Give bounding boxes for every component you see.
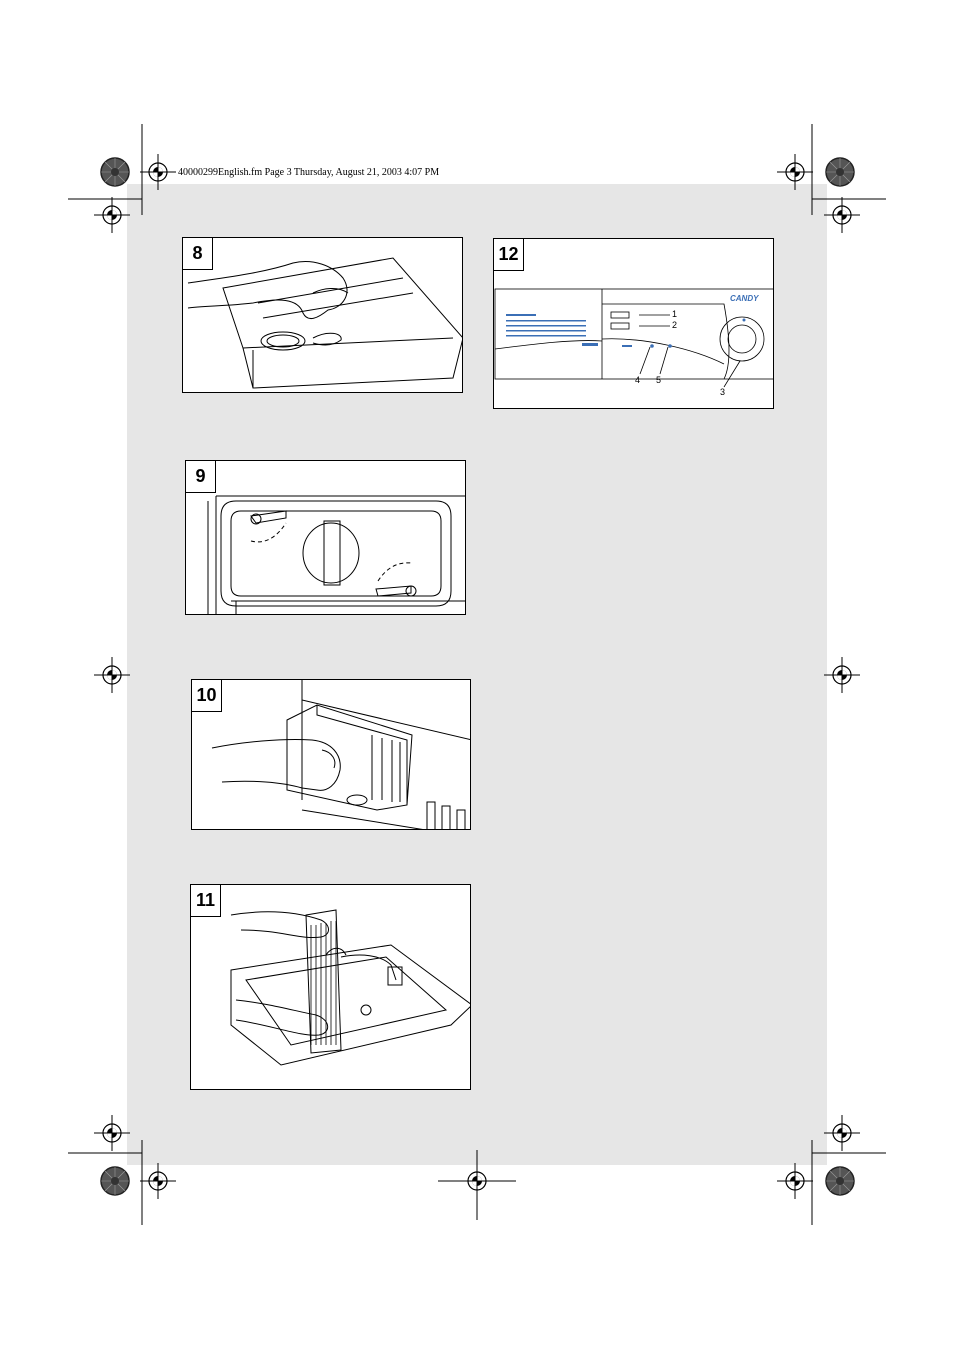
callout-4: 4 xyxy=(635,375,641,385)
callout-1: 1 xyxy=(672,309,678,319)
figure-11: 11 xyxy=(190,884,471,1090)
figure-number: 12 xyxy=(494,239,524,271)
figure-number: 10 xyxy=(192,680,222,712)
callout-3: 3 xyxy=(720,387,726,397)
figure-12: 12 C xyxy=(493,238,774,409)
figure-number: 11 xyxy=(191,885,221,917)
callout-5: 5 xyxy=(656,375,662,385)
file-info-header: 40000299English.fm Page 3 Thursday, Augu… xyxy=(178,167,440,178)
figure-8: 8 xyxy=(182,237,463,393)
callout-2: 2 xyxy=(672,320,678,330)
filter-removal-illustration xyxy=(211,680,470,829)
figure-10: 10 xyxy=(191,679,471,830)
brand-logo: CANDY xyxy=(730,294,759,303)
control-panel-illustration xyxy=(494,288,773,388)
filter-rinsing-illustration xyxy=(230,909,470,1066)
figure-number: 8 xyxy=(183,238,213,270)
dispenser-drawer-illustration xyxy=(187,257,462,389)
filter-cover-illustration xyxy=(207,495,465,614)
figure-number: 9 xyxy=(186,461,216,493)
figure-9: 9 xyxy=(185,460,466,615)
